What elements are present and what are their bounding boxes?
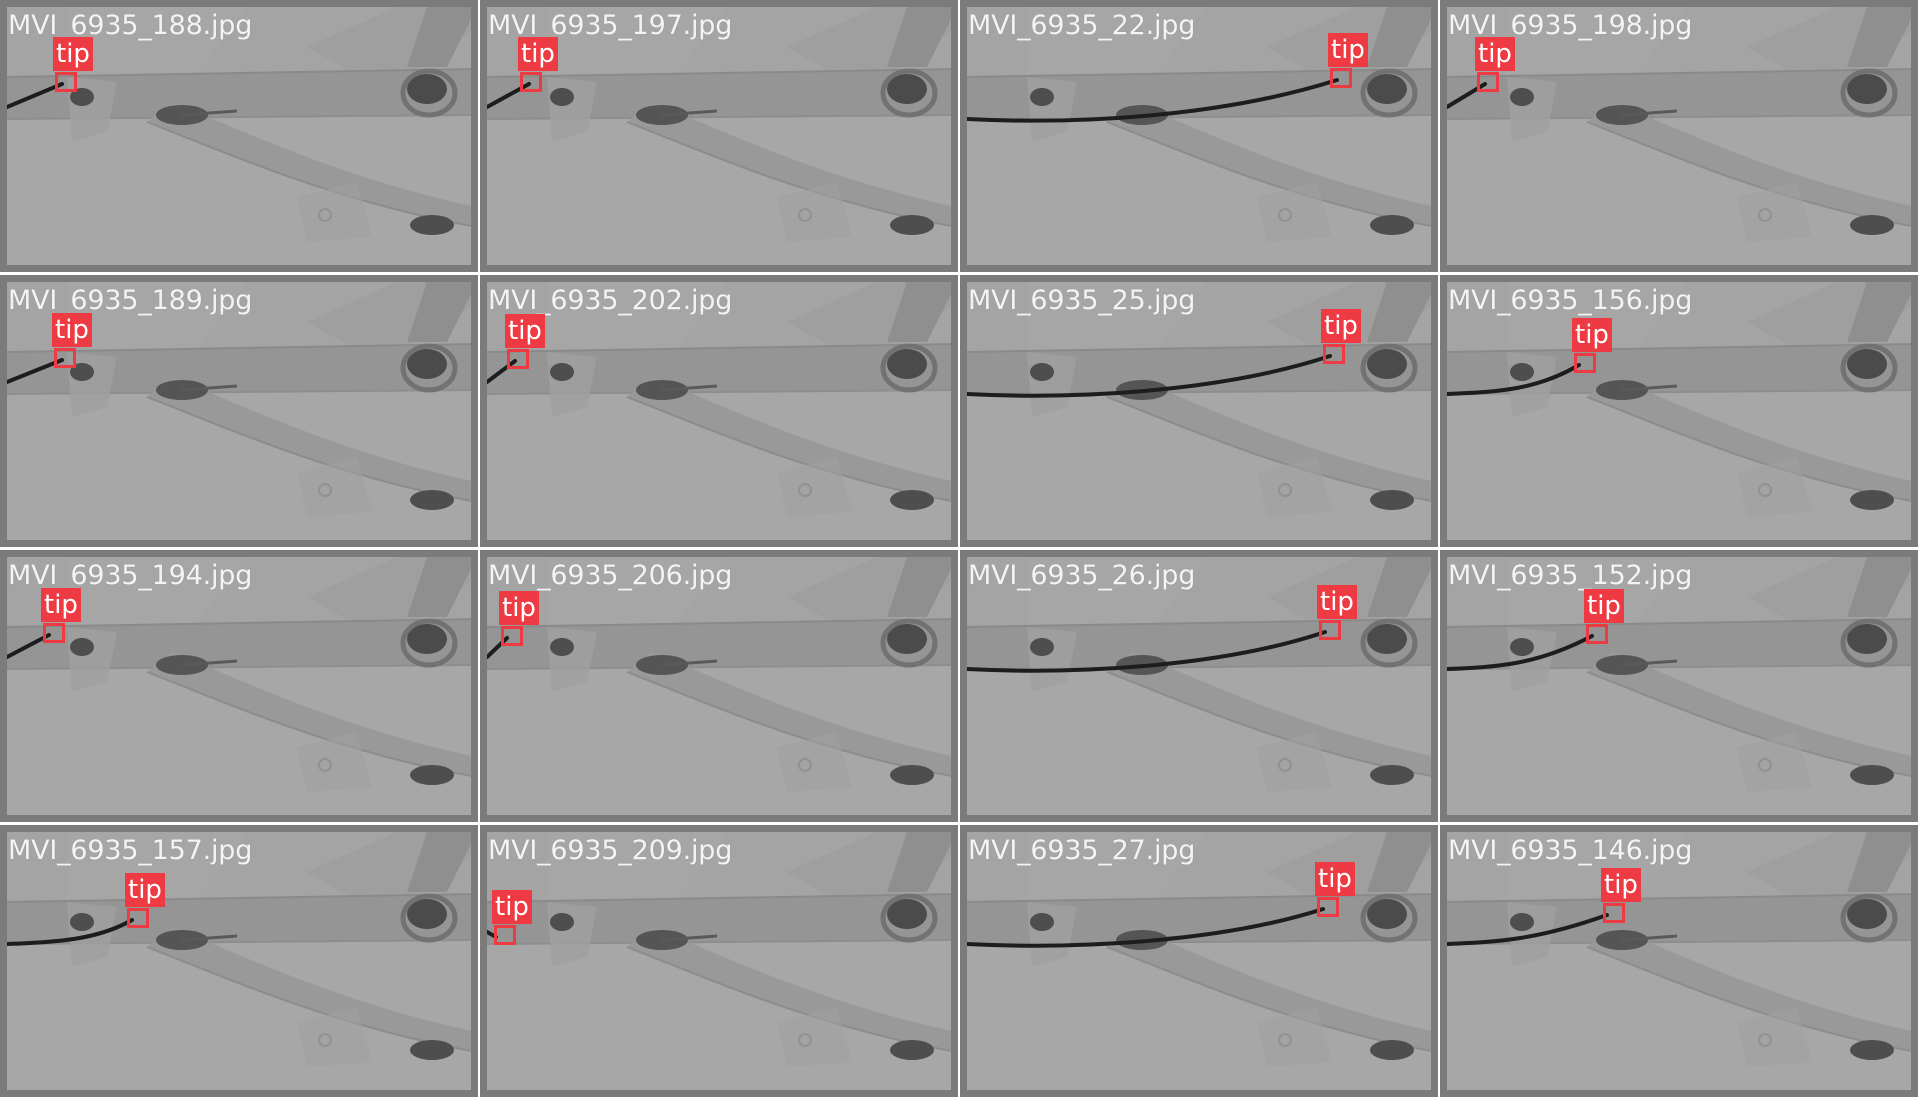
detection-label: tip bbox=[1601, 868, 1641, 902]
video-frame bbox=[7, 7, 471, 265]
bounding-box bbox=[1603, 903, 1625, 923]
image-filename: MVI_6935_157.jpg bbox=[8, 835, 253, 866]
video-frame bbox=[967, 282, 1431, 540]
image-filename: MVI_6935_156.jpg bbox=[1448, 285, 1693, 316]
detection-label: tip bbox=[1475, 37, 1515, 71]
detection-label: tip bbox=[1317, 585, 1357, 619]
video-frame bbox=[967, 832, 1431, 1090]
detection-label: tip bbox=[505, 314, 545, 348]
detection-label: tip bbox=[1584, 589, 1624, 623]
image-filename: MVI_6935_189.jpg bbox=[8, 285, 253, 316]
image-filename: MVI_6935_198.jpg bbox=[1448, 10, 1693, 41]
video-frame bbox=[967, 557, 1431, 815]
image-filename: MVI_6935_27.jpg bbox=[968, 835, 1196, 866]
video-frame bbox=[487, 557, 951, 815]
bounding-box bbox=[1319, 620, 1341, 640]
image-filename: MVI_6935_25.jpg bbox=[968, 285, 1196, 316]
video-frame bbox=[487, 832, 951, 1090]
bounding-box bbox=[1330, 68, 1352, 88]
image-filename: MVI_6935_206.jpg bbox=[488, 560, 733, 591]
bounding-box bbox=[1323, 344, 1345, 364]
image-filename: MVI_6935_197.jpg bbox=[488, 10, 733, 41]
image-filename: MVI_6935_26.jpg bbox=[968, 560, 1196, 591]
bounding-box bbox=[1586, 624, 1608, 644]
detection-label: tip bbox=[518, 37, 558, 71]
video-frame bbox=[1447, 557, 1911, 815]
detection-label: tip bbox=[41, 588, 81, 622]
image-filename: MVI_6935_152.jpg bbox=[1448, 560, 1693, 591]
bounding-box bbox=[501, 626, 523, 646]
image-filename: MVI_6935_188.jpg bbox=[8, 10, 253, 41]
image-filename: MVI_6935_202.jpg bbox=[488, 285, 733, 316]
detection-label: tip bbox=[52, 313, 92, 347]
bounding-box bbox=[54, 348, 76, 368]
video-frame bbox=[1447, 282, 1911, 540]
detection-label: tip bbox=[499, 591, 539, 625]
detection-label: tip bbox=[1321, 309, 1361, 343]
video-frame bbox=[1447, 832, 1911, 1090]
image-filename: MVI_6935_22.jpg bbox=[968, 10, 1196, 41]
bounding-box bbox=[55, 72, 77, 92]
bounding-box bbox=[1574, 353, 1596, 373]
bounding-box bbox=[494, 925, 516, 945]
video-frame bbox=[1447, 7, 1911, 265]
video-frame bbox=[7, 557, 471, 815]
image-filename: MVI_6935_194.jpg bbox=[8, 560, 253, 591]
detection-label: tip bbox=[1328, 33, 1368, 67]
detection-label: tip bbox=[1315, 862, 1355, 896]
detection-label: tip bbox=[492, 890, 532, 924]
video-frame bbox=[487, 7, 951, 265]
image-filename: MVI_6935_209.jpg bbox=[488, 835, 733, 866]
bounding-box bbox=[507, 349, 529, 369]
image-filename: MVI_6935_146.jpg bbox=[1448, 835, 1693, 866]
bounding-box bbox=[127, 908, 149, 928]
detection-label: tip bbox=[53, 37, 93, 71]
video-frame bbox=[7, 832, 471, 1090]
bounding-box bbox=[43, 623, 65, 643]
bounding-box bbox=[1477, 72, 1499, 92]
detection-label: tip bbox=[125, 873, 165, 907]
bounding-box bbox=[1317, 897, 1339, 917]
video-frame bbox=[487, 282, 951, 540]
bounding-box bbox=[520, 72, 542, 92]
detection-label: tip bbox=[1572, 318, 1612, 352]
